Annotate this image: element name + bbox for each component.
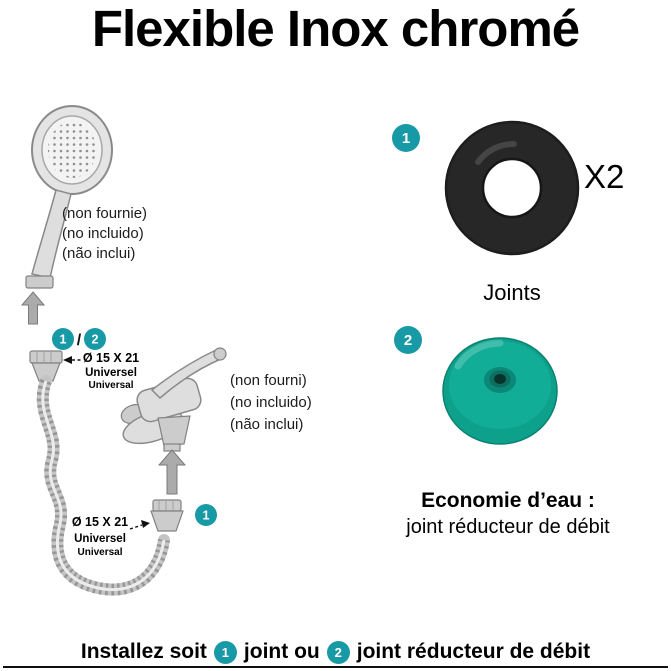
water-saving-note: Economie d’eau : joint réducteur de débi… xyxy=(378,489,638,539)
rubber-washer-illustration xyxy=(444,120,580,256)
spray-face xyxy=(48,122,96,178)
part-badge-2: 2 xyxy=(394,326,422,354)
hose-fitting-bottom xyxy=(150,499,184,532)
eco-title: Economie d’eau : xyxy=(421,489,595,512)
fitting-top-universel: Universel xyxy=(85,367,137,379)
installation-diagram: (non fournie) (no incluido) (não inclui)… xyxy=(20,105,312,596)
mixer-note-line-2: (no incluido) xyxy=(230,394,312,411)
up-arrow-icon xyxy=(20,291,46,325)
eco-text: joint réducteur de débit xyxy=(406,516,610,538)
fitting-bottom-universal: Universal xyxy=(77,547,122,558)
fitting-bottom-size: Ø 15 X 21 xyxy=(72,515,128,529)
mixer-tap-illustration xyxy=(120,347,227,452)
part-badge-1-number: 1 xyxy=(401,129,411,147)
mixer-note-line-1: (non fourni) xyxy=(230,372,307,389)
mixer-note-line-3: (não inclui) xyxy=(230,416,303,433)
flow-reducer-illustration xyxy=(442,337,558,445)
bottom-divider xyxy=(3,666,668,668)
svg-text:1: 1 xyxy=(60,333,67,347)
install-text-end: joint réducteur de débit xyxy=(356,640,591,663)
washer-quantity: X2 xyxy=(584,158,625,195)
handset-note-line-1: (non fournie) xyxy=(62,205,147,222)
shower-hose-illustration xyxy=(36,375,170,596)
step-badge-2: 2 xyxy=(84,328,106,350)
install-text-middle: joint ou xyxy=(243,640,320,663)
handset-note-line-3: (não inclui) xyxy=(62,245,135,262)
footer-badge-1: 1 xyxy=(213,640,237,664)
footer-badge-2: 2 xyxy=(326,640,350,664)
joints-caption: Joints xyxy=(483,280,541,305)
footer-badge-1-number: 1 xyxy=(221,644,230,660)
install-instruction: Installez soit 1 joint ou 2 joint réduct… xyxy=(0,640,671,664)
part-badge-1: 1 xyxy=(392,124,420,152)
pointer-arrow-icon xyxy=(141,520,150,528)
step-badge-1: 1 xyxy=(195,504,217,526)
step-badge-1: 1 xyxy=(52,328,74,350)
fitting-top-universal: Universal xyxy=(88,380,133,391)
install-text-start: Installez soit xyxy=(80,640,207,663)
page-title: Flexible Inox chromé xyxy=(91,0,580,57)
svg-text:1: 1 xyxy=(203,509,210,523)
handset-note-line-2: (no incluido) xyxy=(62,225,144,242)
svg-text:2: 2 xyxy=(92,333,99,347)
part-badge-2-number: 2 xyxy=(403,331,413,349)
hose-fitting-top xyxy=(29,350,63,382)
up-arrow-icon xyxy=(157,449,187,495)
fitting-bottom-universel: Universel xyxy=(74,533,126,545)
pointer-arrow-icon xyxy=(63,356,72,364)
footer-badge-2-number: 2 xyxy=(334,644,342,660)
fitting-top-size: Ø 15 X 21 xyxy=(83,351,139,365)
shower-handset-illustration xyxy=(25,105,113,289)
badge-separator: / xyxy=(77,332,82,349)
